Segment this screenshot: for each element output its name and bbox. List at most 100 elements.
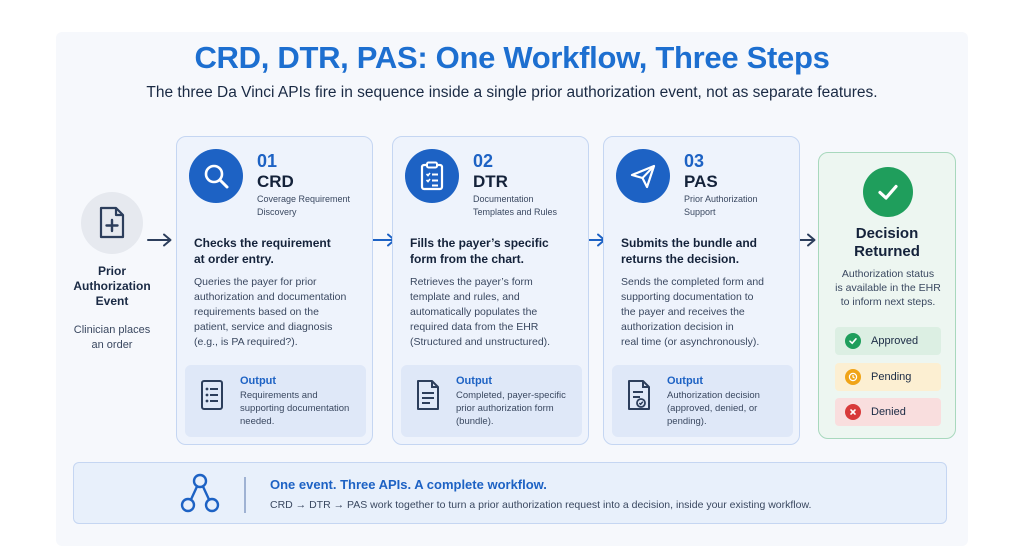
step-description-line: patient, service and diagnosis	[194, 321, 333, 333]
step-description-line: real time (or asynchronously).	[621, 336, 760, 348]
check-icon	[845, 333, 861, 349]
output-title: Output	[456, 375, 493, 387]
status-label: Approved	[871, 335, 919, 347]
step-code-description-line: Discovery	[257, 207, 297, 217]
step-number: 02	[473, 151, 494, 171]
step-icon-circle	[189, 149, 243, 203]
workflow-nodes-icon	[180, 473, 220, 513]
step-card-dtr: 02 DTR Documentation Templates and Rules…	[392, 136, 589, 445]
step-description-line: (Structured and unstructured).	[410, 336, 551, 348]
event-icon-circle	[81, 192, 143, 254]
clipboard-list-icon	[420, 161, 444, 191]
step-description-line: automatically populates the	[410, 306, 538, 318]
decision-description: Authorization status is available in the…	[827, 267, 949, 309]
step-code-description-line: Prior Authorization	[684, 194, 758, 204]
output-title: Output	[240, 375, 277, 387]
step-description-line: supporting documentation to	[621, 291, 754, 303]
step-heading-line: Fills the payer’s specific	[410, 236, 549, 250]
step-heading: Fills the payer’s specific form from the…	[410, 235, 582, 267]
step-description-line: Queries the payer for prior	[194, 276, 317, 288]
page-title: CRD, DTR, PAS: One Workflow, Three Steps	[194, 40, 830, 75]
event-title-line: Prior	[97, 264, 126, 278]
step-code-description-line: Documentation	[473, 194, 534, 204]
checklist-document-icon	[201, 380, 223, 410]
step-output-box: Output Requirements and supporting docum…	[185, 365, 366, 437]
status-label: Denied	[871, 406, 906, 418]
step-description: Queries the payer for prior authorizatio…	[194, 275, 370, 350]
output-description-line: (bundle).	[456, 416, 494, 427]
output-description-line: (approved, denied, or	[667, 403, 758, 414]
decision-title: Decision Returned	[819, 225, 955, 261]
check-icon	[878, 184, 898, 200]
output-description-line: Authorization decision	[667, 390, 760, 401]
event-subtitle-line: Clinician places	[73, 324, 151, 336]
step-heading-line: form from the chart.	[410, 252, 525, 266]
step-code: PAS	[684, 172, 718, 191]
banner-divider	[244, 477, 246, 513]
signed-document-icon	[628, 380, 650, 410]
step-description-line: required data from the EHR	[410, 321, 539, 333]
x-icon	[845, 404, 861, 420]
event-subtitle: Clinician places an order	[66, 323, 158, 353]
arrow-right-icon	[147, 233, 172, 247]
step-description-line: template and rules, and	[410, 291, 520, 303]
decision-description-line: to inform next steps.	[840, 296, 936, 308]
step-heading-line: at order entry.	[194, 252, 274, 266]
step-code-description-line: Coverage Requirement	[257, 194, 351, 204]
decision-title-line: Returned	[854, 243, 920, 260]
filled-form-icon	[417, 380, 439, 410]
output-description-line: needed.	[240, 416, 275, 427]
step-description-line: authorization and documentation	[194, 291, 347, 303]
event-subtitle-line: an order	[91, 339, 133, 351]
output-description-line: Requirements and	[240, 390, 318, 401]
step-output-box: Output Authorization decision (approved,…	[612, 365, 793, 437]
step-icon-circle	[405, 149, 459, 203]
step-description: Sends the completed form and supporting …	[621, 275, 797, 350]
step-description-line: requirements based on the	[194, 306, 319, 318]
status-pending: Pending	[835, 363, 941, 391]
step-code-description: Coverage Requirement Discovery	[257, 193, 369, 219]
decision-title-line: Decision	[855, 225, 919, 242]
step-number: 03	[684, 151, 705, 171]
step-description-line: Retrieves the payer’s form	[410, 276, 533, 288]
output-description-line: Completed, payer-specific	[456, 390, 566, 401]
step-card-crd: 01 CRD Coverage Requirement Discovery Ch…	[176, 136, 373, 445]
step-card-pas: 03 PAS Prior Authorization Support Submi…	[603, 136, 800, 445]
step-heading-line: returns the decision.	[621, 252, 740, 266]
step-description-line: Sends the completed form and	[621, 276, 765, 288]
decision-returned-card: Decision Returned Authorization status i…	[818, 152, 956, 439]
step-code: DTR	[473, 172, 508, 191]
clock-icon	[845, 369, 861, 385]
prior-authorization-event: Prior Authorization Event Clinician plac…	[66, 192, 158, 353]
step-code-description-line: Support	[684, 207, 716, 217]
output-title: Output	[667, 375, 704, 387]
document-plus-icon	[99, 206, 125, 239]
decision-description-line: Authorization status	[841, 268, 935, 280]
status-label: Pending	[871, 371, 912, 383]
decision-icon-circle	[863, 167, 913, 217]
step-code: CRD	[257, 172, 294, 191]
step-number: 01	[257, 151, 278, 171]
step-heading-line: Checks the requirement	[194, 236, 331, 250]
output-description-line: prior authorization form	[456, 403, 554, 414]
banner-title: One event. Three APIs. A complete workfl…	[270, 477, 547, 492]
output-description: Authorization decision (approved, denied…	[667, 389, 789, 428]
step-heading: Submits the bundle and returns the decis…	[621, 235, 793, 267]
output-description: Completed, payer-specific prior authoriz…	[456, 389, 578, 428]
step-description-line: the payer and receives the	[621, 306, 745, 318]
output-description-line: pending).	[667, 416, 707, 427]
page-subtitle: The three Da Vinci APIs fire in sequence…	[146, 84, 878, 101]
output-description: Requirements and supporting documentatio…	[240, 389, 362, 428]
step-code-description: Prior Authorization Support	[684, 193, 796, 219]
paper-plane-icon	[630, 164, 656, 189]
step-heading-line: Submits the bundle and	[621, 236, 758, 250]
event-title: Prior Authorization Event	[66, 264, 158, 309]
status-approved: Approved	[835, 327, 941, 355]
event-title-line: Authorization	[73, 279, 151, 293]
banner-subtitle: CRD → DTR → PAS work together to turn a …	[270, 499, 812, 511]
step-output-box: Output Completed, payer-specific prior a…	[401, 365, 582, 437]
decision-description-line: is available in the EHR	[835, 282, 941, 294]
status-denied: Denied	[835, 398, 941, 426]
step-description: Retrieves the payer’s form template and …	[410, 275, 586, 350]
step-icon-circle	[616, 149, 670, 203]
